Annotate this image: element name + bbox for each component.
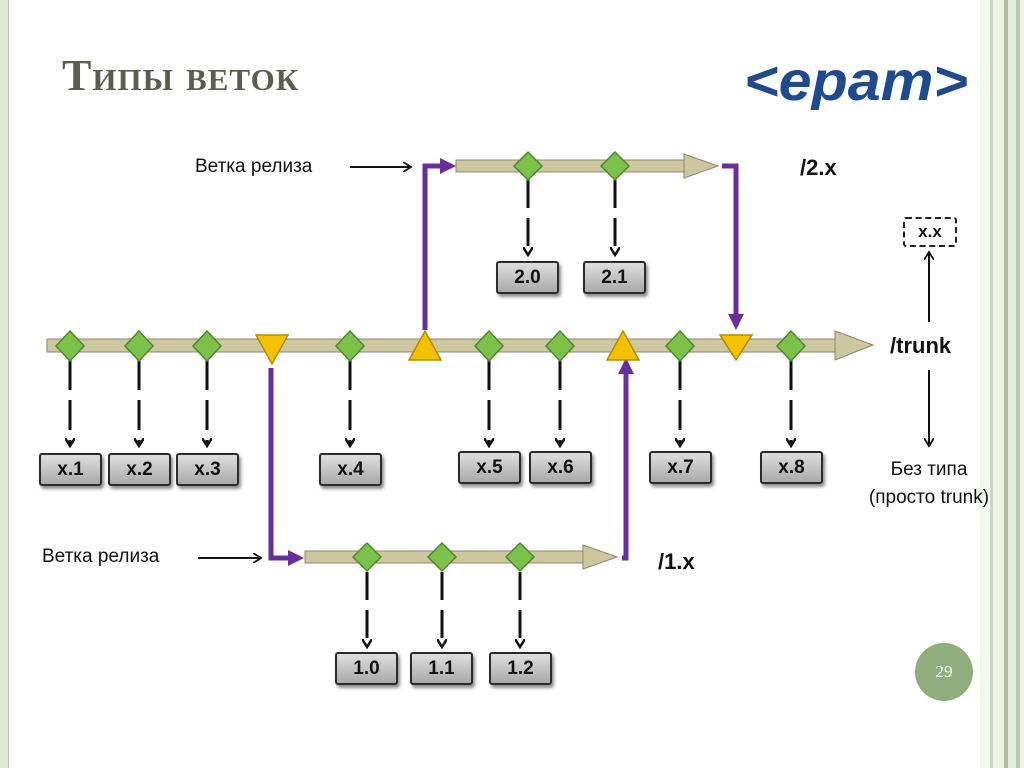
no-type-line-2: (просто trunk) (868, 487, 990, 508)
release-1x-commit-diamonds (351, 541, 536, 573)
trunk-arrow (46, 330, 875, 361)
release-1x-tag-box: 1.1 (410, 652, 473, 685)
no-type-line-1: Без типа (890, 459, 968, 480)
release-1x-tag-box: 1.2 (489, 652, 552, 685)
trunk-commit-diamonds (54, 329, 807, 363)
branch-name-trunk: /trunk (890, 333, 952, 358)
epam-logo: <epam> (744, 52, 968, 110)
trunk-tag-box: x.6 (529, 451, 592, 484)
release-branch-label-bottom: Ветка релиза (42, 546, 160, 567)
merge-branch-triangles (254, 329, 754, 366)
merge-in-2x-line (722, 163, 744, 330)
trunk-tag-box: x.8 (760, 451, 823, 484)
release-2x-tag-box: 2.0 (496, 261, 559, 294)
release-1x-tag-box: 1.0 (335, 652, 398, 685)
trunk-tag-box: x.2 (108, 453, 171, 486)
release-2x-tag-arrows (528, 180, 615, 254)
branch-out-2x-line (422, 158, 456, 330)
trunk-tag-box: x.5 (458, 451, 521, 484)
trunk-tag-box: x.1 (39, 453, 102, 486)
branch-name-1x: /1.x (658, 549, 695, 574)
trunk-tag-box: x.3 (176, 453, 239, 486)
release-branch-label-top: Ветка релиза (195, 156, 313, 177)
left-frame-border (0, 0, 9, 768)
release-2x-commit-diamonds (512, 150, 631, 182)
trunk-tag-box: x.7 (649, 451, 712, 484)
slide-title: Типы веток (62, 51, 300, 100)
release-2x-arrow (455, 153, 720, 179)
release-2x-tag-box: 2.1 (583, 261, 646, 294)
right-frame-border (980, 0, 1024, 768)
release-1x-arrow (304, 544, 619, 570)
no-type-version-box: x.x (903, 217, 957, 247)
svg-text:<epam>: <epam> (744, 52, 968, 110)
branch-name-2x: /2.x (800, 155, 837, 180)
release-1x-tag-arrows (367, 572, 520, 646)
branch-out-1x-line (268, 368, 304, 566)
no-type-note: Без типа (просто trunk) (848, 456, 1010, 512)
trunk-tag-box: x.4 (319, 453, 382, 486)
trunk-tag-arrows (70, 360, 791, 445)
merge-in-1x-line (618, 358, 634, 561)
page-number-badge: 29 (915, 643, 973, 701)
